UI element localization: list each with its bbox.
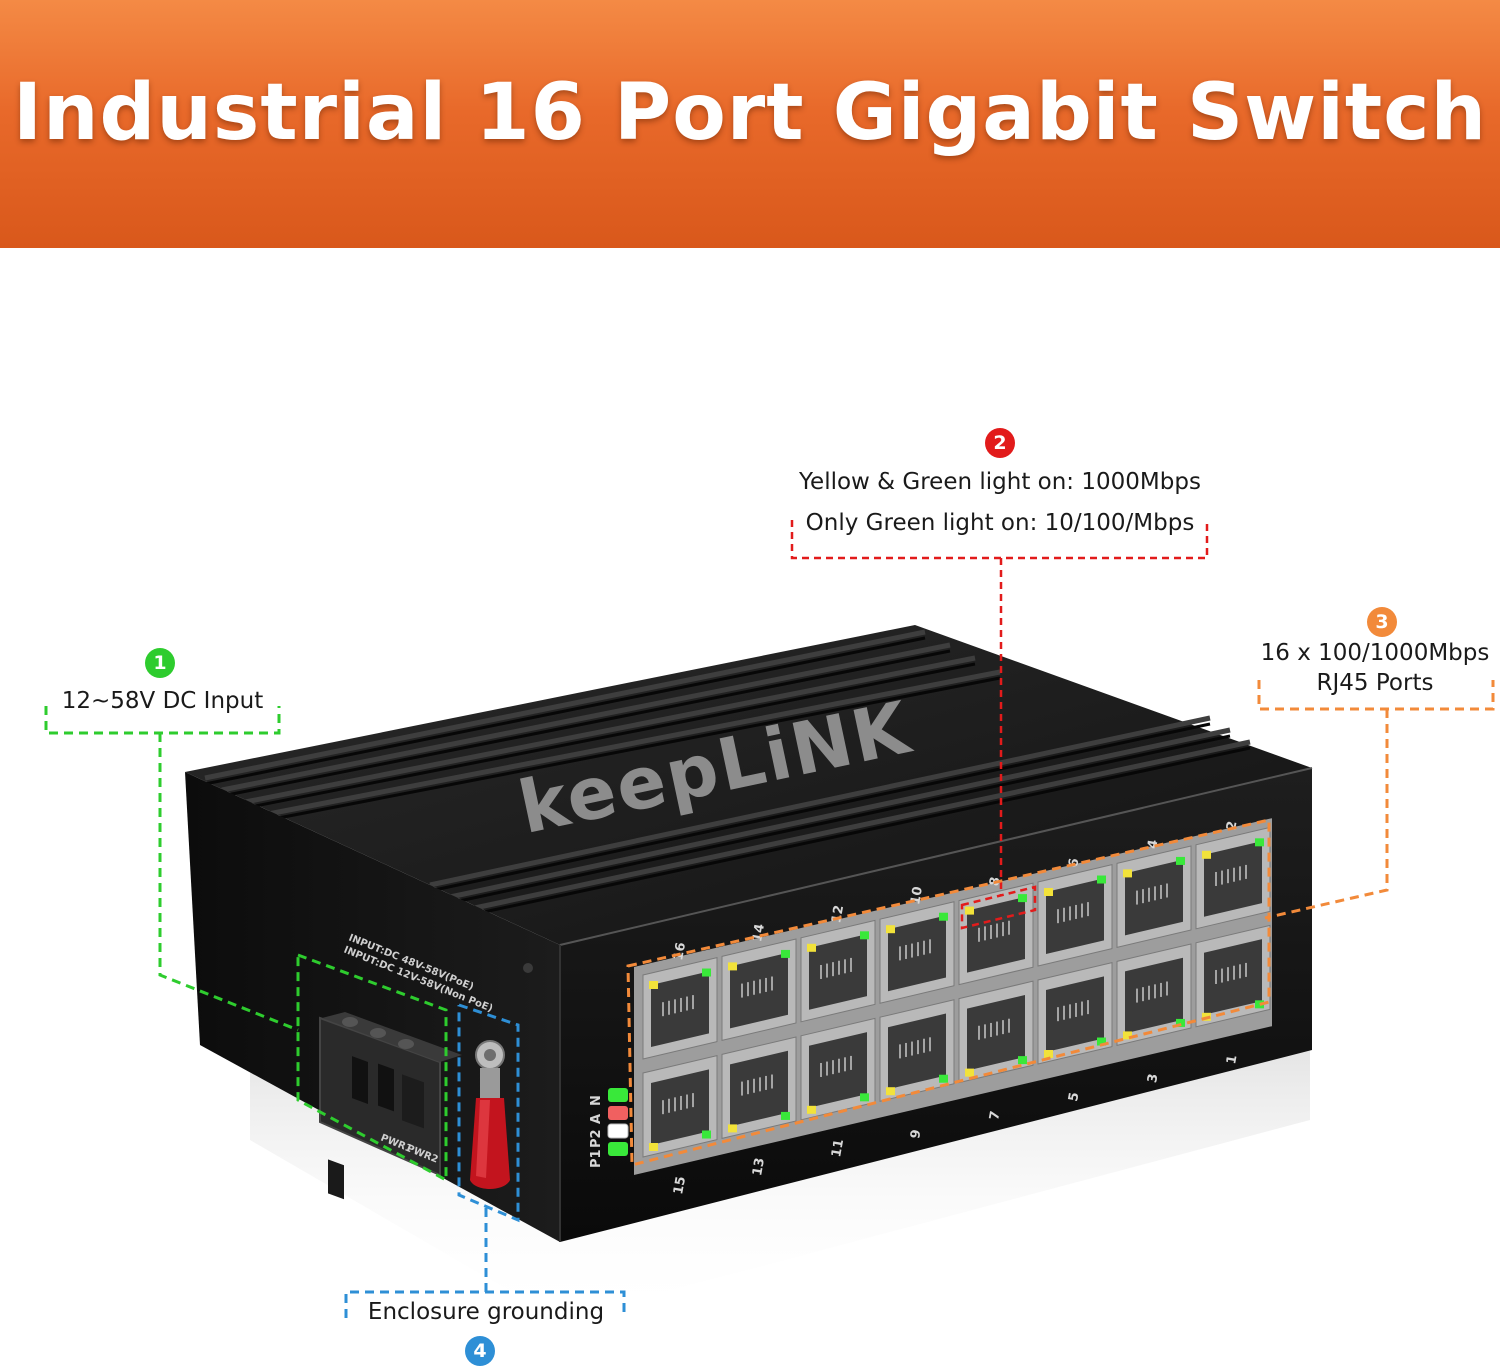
banner-title: Industrial 16 Port Gigabit Switch <box>13 68 1487 158</box>
led-label-n: N <box>589 1095 604 1106</box>
callout-2-line2: Only Green light on: 10/100/Mbps <box>805 510 1195 536</box>
rj45-port <box>721 1036 797 1140</box>
port-number-label: 3 <box>1145 1073 1161 1085</box>
callout-4-badge: 4 <box>465 1336 495 1366</box>
rj45-port <box>642 956 718 1060</box>
rj45-port <box>1037 961 1113 1065</box>
callout-3-badge: 3 <box>1367 607 1397 637</box>
port-number-label: 1 <box>1224 1054 1240 1066</box>
heat-sink-fins <box>204 629 1251 912</box>
led-label-p1: P1 <box>589 1149 604 1168</box>
callout-2-line1: Yellow & Green light on: 1000Mbps <box>799 469 1201 495</box>
rj45-port <box>800 919 876 1023</box>
led-label-a: A <box>589 1114 604 1124</box>
callout-1-lines <box>44 706 448 1183</box>
callout-2-lines <box>790 520 1209 930</box>
port-number-label: 7 <box>987 1110 1003 1122</box>
callout-1-badge: 1 <box>145 648 175 678</box>
callout-4-text: Enclosure grounding <box>367 1299 605 1325</box>
port-number-label: 5 <box>1066 1091 1082 1103</box>
port-number-label: 14 <box>750 923 768 943</box>
rj45-port <box>1195 826 1271 930</box>
callout-4-lines <box>344 1003 626 1318</box>
rj45-port <box>642 1054 718 1158</box>
led-label-p2: P2 <box>589 1129 604 1148</box>
rj45-port <box>1116 943 1192 1047</box>
port-number-label: 15 <box>671 1175 689 1195</box>
switch-top-face <box>185 625 1312 945</box>
rj45-port <box>879 901 955 1004</box>
port-number-label: 12 <box>829 904 847 924</box>
port-number-label: 13 <box>750 1157 768 1177</box>
rj45-port <box>1116 845 1192 949</box>
callout-2-badge: 2 <box>985 428 1015 458</box>
header-banner: Industrial 16 Port Gigabit Switch <box>0 0 1500 248</box>
callout-3-lines <box>626 680 1495 1167</box>
callout-3-line1: 16 x 100/1000Mbps <box>1260 640 1490 666</box>
ground-screw <box>470 1040 510 1189</box>
rj45-port <box>879 999 955 1102</box>
port-number-label: 9 <box>908 1128 924 1140</box>
port-number-label: 4 <box>1145 839 1161 851</box>
rj45-port <box>1037 863 1113 967</box>
callout-3-line2: RJ45 Ports <box>1316 670 1434 696</box>
port-number-label: 11 <box>829 1138 847 1158</box>
bottom-port-numbers: 15 13 11 9 7 5 3 1 <box>671 1054 1240 1196</box>
status-leds <box>607 1088 629 1156</box>
switch-left-face <box>185 772 560 1242</box>
power-terminal-block <box>319 1012 462 1200</box>
rj45-port <box>958 980 1034 1084</box>
rj45-port <box>958 882 1034 986</box>
rj45-port <box>800 1017 876 1121</box>
rj45-port <box>721 938 797 1042</box>
port-number-label: 2 <box>1224 820 1240 832</box>
rj45-port <box>1195 924 1271 1028</box>
callout-1-text: 12~58V DC Input <box>61 688 264 714</box>
